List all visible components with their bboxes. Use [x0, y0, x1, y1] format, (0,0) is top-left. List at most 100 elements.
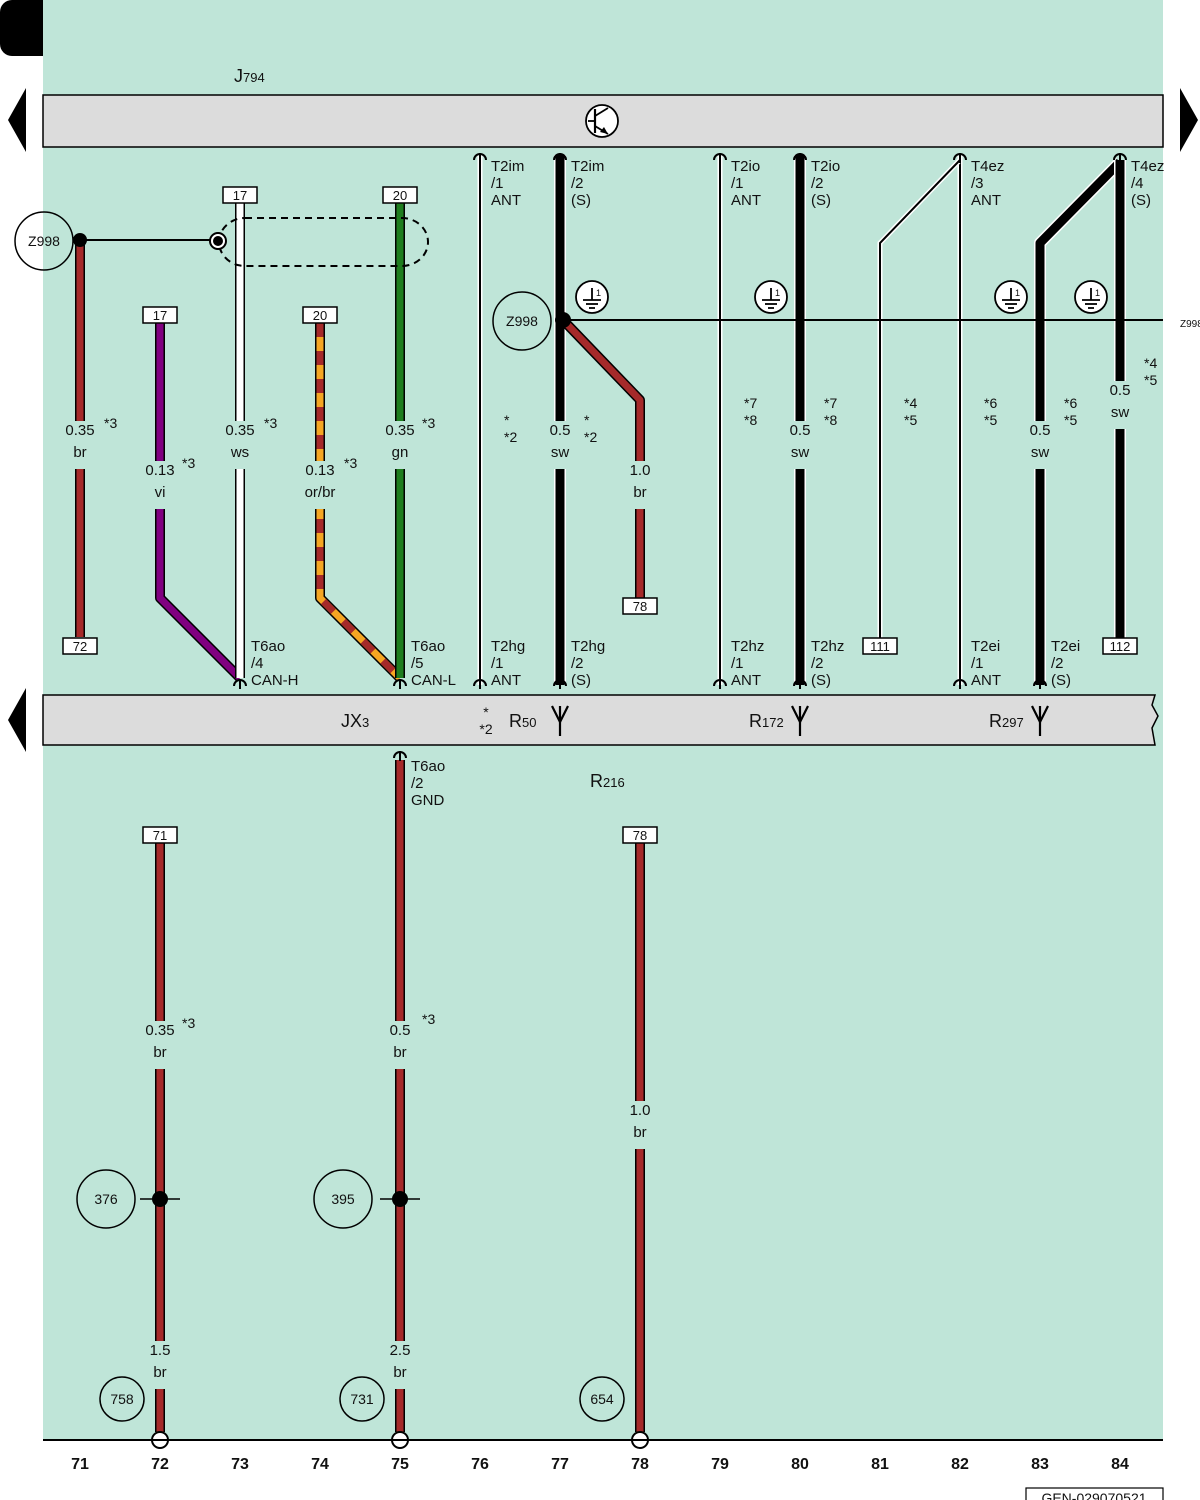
footnote-n79: *7*8 [744, 395, 757, 428]
footnote-n84: *4*5 [1144, 355, 1157, 388]
current-path-number: 81 [871, 1456, 889, 1473]
previous-page-arrow-lower-icon[interactable] [8, 688, 26, 752]
bus-bar-jx3 [42, 694, 1159, 746]
current-path-number: 79 [711, 1456, 729, 1473]
reference-box-b72 [142, 306, 178, 324]
circle-reference-label-c376: 376 [94, 1191, 118, 1207]
reference-box-b73 [222, 186, 258, 204]
wire-label-w83-bg [1018, 421, 1062, 469]
junction-dot [73, 233, 87, 247]
current-path-number: 82 [951, 1456, 969, 1473]
footnote-n76: **2 [504, 412, 517, 445]
wire-label-w75-bg [378, 421, 422, 469]
wire-label-w75b-bg [378, 1021, 422, 1069]
wire-label-w72-bg [138, 461, 182, 509]
circle-reference-c654 [579, 1376, 625, 1422]
reference-box-label-b78a: 78 [633, 599, 647, 614]
wire-81-ant [879, 159, 961, 638]
ground-icon-index: 1 [775, 288, 780, 298]
reference-box-b78a [622, 597, 658, 615]
reference-box-b81 [862, 637, 898, 655]
circle-reference-label-z998b: Z998 [506, 313, 538, 329]
wire-label-w74-bg [298, 461, 342, 509]
current-path-number: 73 [231, 1456, 249, 1473]
footnote-n74: *3 [344, 455, 357, 471]
current-path-number: 71 [71, 1456, 89, 1473]
antenna-icon-arms [1031, 705, 1049, 725]
reference-box-label-b75: 20 [393, 188, 407, 203]
wire-label-w75c-bg [378, 1341, 422, 1389]
footnote-n80: *7*8 [824, 395, 837, 428]
wire-label-w71-bg [58, 421, 102, 469]
circle-reference-label-c654: 654 [590, 1391, 614, 1407]
antenna-icon [551, 705, 569, 736]
wire-label-w78-bg [618, 461, 662, 509]
circle-reference-z998a [14, 211, 74, 271]
current-path-number: 76 [471, 1456, 489, 1473]
circle-reference-z998b [492, 291, 552, 351]
pin-label-t4ez4: T4ez/4(S) [1131, 158, 1164, 209]
wire-label-w80-bg [778, 421, 822, 469]
antenna-icon [1031, 705, 1049, 736]
previous-page-arrow-icon[interactable] [8, 88, 26, 152]
reference-box-label-b72: 17 [153, 308, 167, 323]
footnote-n72b: *3 [182, 1015, 195, 1031]
circle-reference-c758 [99, 1376, 145, 1422]
ground-icon: 1 [1074, 280, 1108, 314]
reference-box-b84 [1102, 637, 1138, 655]
footnote-n73: *3 [264, 415, 277, 431]
current-path-number: 72 [151, 1456, 169, 1473]
pin-label-t2io2: T2io/2(S) [811, 158, 840, 209]
component-label-jx3: JX3 [341, 711, 369, 731]
circle-reference-label-c395: 395 [331, 1191, 355, 1207]
current-path-number: 80 [791, 1456, 809, 1473]
ground-icon: 1 [754, 280, 788, 314]
reference-box-label-b73: 17 [233, 188, 247, 203]
footnote-n72: *3 [182, 455, 195, 471]
current-path-number: 83 [1031, 1456, 1049, 1473]
current-path-number: 77 [551, 1456, 569, 1473]
wire-label-w77-bg [538, 421, 582, 469]
z998-edge-reference: Z998 [1180, 319, 1200, 330]
transistor-icon [585, 104, 619, 138]
footnote-n71: *3 [104, 415, 117, 431]
ground-icon: 1 [994, 280, 1028, 314]
wire-72-vi [156, 323, 243, 681]
bus-footnote: **2 [479, 704, 492, 737]
circle-reference-label-c731: 731 [350, 1391, 374, 1407]
reference-box-b75 [382, 186, 418, 204]
wire-78-br [560, 317, 644, 598]
reference-box-b78b [622, 826, 658, 844]
footnote-n81: *4*5 [904, 395, 917, 428]
wire-label-w84-bg [1098, 381, 1142, 429]
reference-box-label-b78b: 78 [633, 828, 647, 843]
next-page-arrow-icon[interactable] [1180, 88, 1198, 152]
wire-label-w72c-bg [138, 1341, 182, 1389]
reference-box-label-b71: 72 [73, 639, 87, 654]
ground-icon-index: 1 [1015, 288, 1020, 298]
reference-box-label-b81: 111 [870, 639, 890, 654]
antenna-icon [791, 705, 809, 736]
pin-label-t2im2: T2im/2(S) [571, 158, 604, 209]
component-label-j794: J794 [234, 66, 265, 86]
pin-label-t2ei2: T2ei/2(S) [1051, 638, 1080, 689]
